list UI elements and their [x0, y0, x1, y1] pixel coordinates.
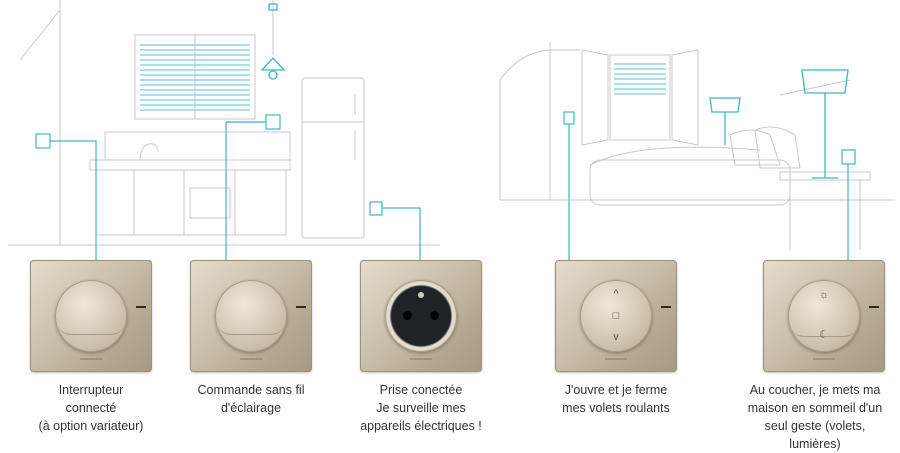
socket-outlet[interactable] — [385, 280, 457, 352]
caption-connected-switch: Interrupteur connecté (à option variateu… — [6, 381, 176, 435]
stop-icon[interactable]: □ — [612, 310, 620, 322]
indicator-mark — [296, 306, 306, 308]
caption-line: seul geste (volets, — [764, 419, 866, 433]
kitchen-drawing — [8, 0, 440, 246]
caption-line: Commande sans fil — [197, 383, 305, 397]
brand-mark — [80, 358, 102, 360]
socket-hole-right — [430, 311, 439, 320]
socket-hole-left — [403, 311, 412, 320]
shutter-buttons[interactable]: ^ □ v — [580, 280, 652, 352]
bedroom-drawing — [499, 42, 895, 250]
kitchen-window-blinds — [140, 44, 250, 111]
earth-pin — [418, 292, 424, 298]
indicator-mark — [869, 306, 879, 308]
brand-mark — [605, 358, 627, 360]
caption-line: connecté — [65, 401, 117, 415]
caption-connected-socket: Prise conectée Je surveille mes appareil… — [336, 381, 506, 435]
bedside-lamp-icon — [709, 69, 849, 179]
indicator-mark — [661, 306, 671, 308]
caption-line: J'ouvre et je ferme — [564, 383, 668, 397]
brand-mark — [240, 358, 262, 360]
command-rocker[interactable] — [215, 280, 287, 352]
switch-rocker[interactable] — [55, 280, 127, 352]
connected-switch-panel[interactable] — [30, 260, 152, 372]
caption-wireless-command: Commande sans fil d'éclairage — [166, 381, 336, 417]
brand-mark — [410, 358, 432, 360]
chevron-up-icon[interactable]: ^ — [613, 288, 619, 300]
brand-mark — [813, 358, 835, 360]
caption-line: Je surveille mes — [376, 401, 466, 415]
moon-icon[interactable]: ☾ — [819, 329, 829, 341]
chevron-down-icon[interactable]: v — [613, 331, 619, 343]
sleep-mode-panel[interactable]: ☼ ☾ — [763, 260, 885, 372]
caption-line: Interrupteur — [58, 383, 124, 397]
caption-line: appareils électriques ! — [360, 419, 482, 433]
pendant-lamp-icon — [260, 3, 286, 80]
caption-line: Au coucher, je mets ma — [749, 383, 881, 397]
caption-line: (à option variateur) — [38, 419, 144, 433]
caption-line: Prise conectée — [379, 383, 463, 397]
caption-sleep-mode: Au coucher, je mets ma maison en sommeil… — [730, 381, 900, 453]
caption-shutters: J'ouvre et je ferme mes volets roulants — [531, 381, 701, 417]
rocker-top — [219, 292, 283, 335]
caption-line: mes volets roulants — [562, 401, 670, 415]
rocker-top — [792, 294, 856, 337]
connected-socket-panel[interactable] — [360, 260, 482, 372]
indicator-mark — [136, 306, 146, 308]
bedroom-window-blinds — [614, 63, 666, 95]
wireless-light-command-panel[interactable] — [190, 260, 312, 372]
shutter-control-panel[interactable]: ^ □ v — [555, 260, 677, 372]
connection-lines — [35, 111, 856, 262]
caption-line: lumières) — [789, 437, 841, 451]
caption-line: maison en sommeil d'un — [747, 401, 883, 415]
scene-buttons[interactable]: ☼ ☾ — [788, 280, 860, 352]
rocker-top — [59, 292, 123, 335]
caption-line: d'éclairage — [220, 401, 282, 415]
